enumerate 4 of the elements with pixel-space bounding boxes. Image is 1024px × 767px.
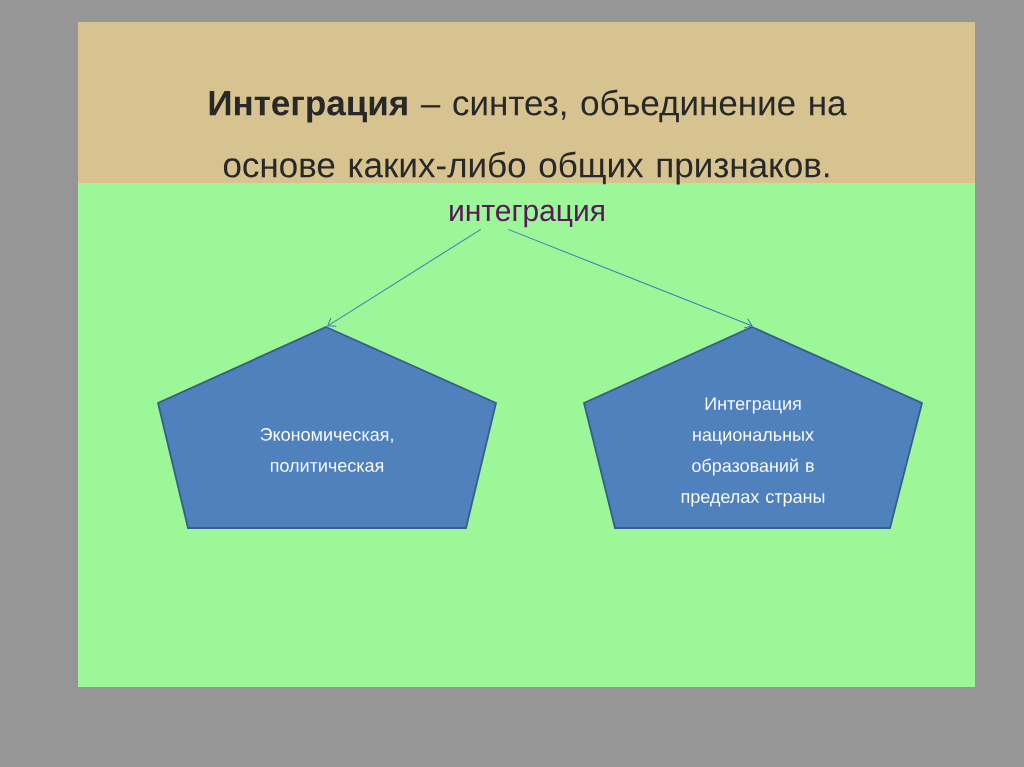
heading-text: интеграция <box>450 204 604 228</box>
slide-title: Интеграция – синтез, объединение на основе каких-либо общих признаков. <box>209 89 847 185</box>
arrow <box>327 228 482 327</box>
arrow <box>507 228 753 329</box>
